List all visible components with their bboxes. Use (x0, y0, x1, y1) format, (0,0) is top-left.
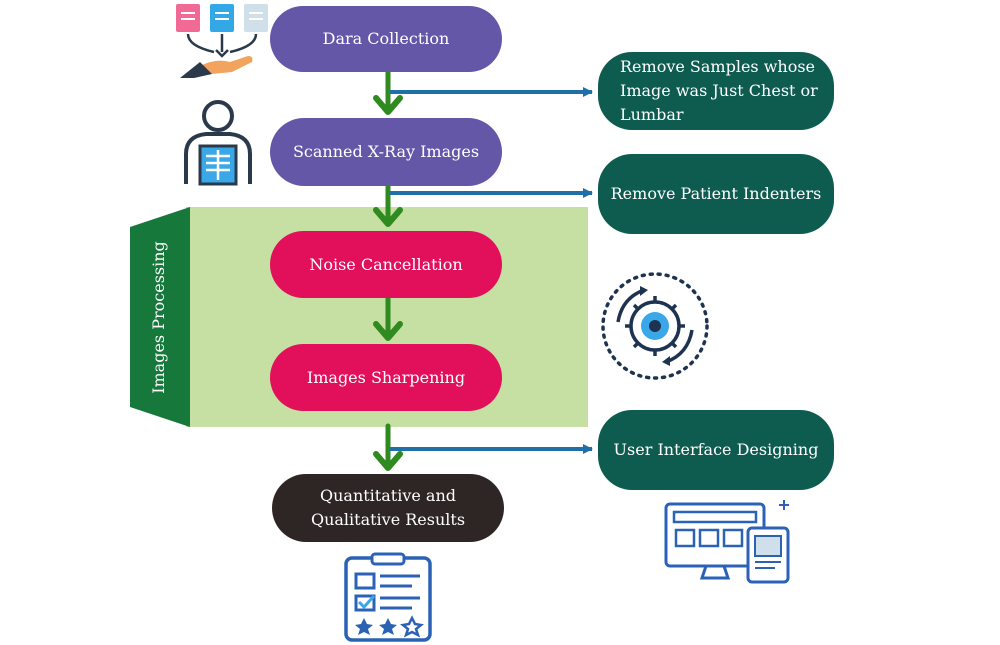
step-data-collection: Dara Collection (270, 6, 502, 72)
note-remove-identifiers: Remove Patient Indenters (598, 154, 834, 234)
devices-icon (664, 500, 790, 584)
step-images-sharpening: Images Sharpening (270, 344, 502, 411)
note-ui-designing: User Interface Designing (598, 410, 834, 490)
step-scanned-xray: Scanned X-Ray Images (270, 118, 502, 186)
report-clipboard-icon (344, 552, 432, 642)
xray-person-icon (184, 100, 252, 186)
step-noise-cancellation: Noise Cancellation (270, 231, 502, 298)
documents-hand-icon (176, 4, 268, 78)
images-processing-tab (130, 207, 190, 427)
gear-process-icon (601, 272, 709, 380)
note-remove-samples: Remove Samples whose Image was Just Ches… (598, 52, 834, 130)
step-results: Quantitative and Qualitative Results (272, 474, 504, 542)
